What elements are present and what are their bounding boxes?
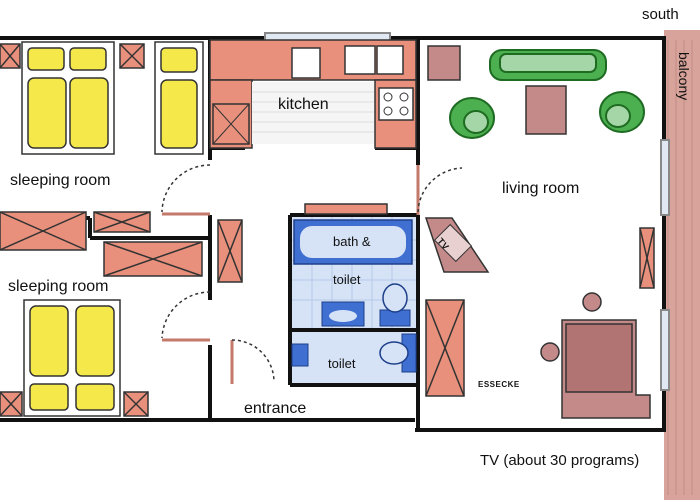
tv-note: TV (about 30 programs) [480,452,640,469]
room-label-sleeping-room: sleeping room [10,172,111,189]
room-label-kitchen: kitchen [278,96,329,113]
balcony-label: balcony [676,52,692,101]
room-label-bath-toilet: toilet [333,272,361,287]
dining-table [540,292,651,419]
room-label-sleeping-room: sleeping room [8,278,109,295]
double-bed [21,41,115,155]
sideboard [425,299,465,397]
orientation-label-south: south [642,6,679,23]
room-label-entrance: entrance [244,400,307,417]
wardrobe [103,241,203,277]
sofa-icon [489,49,607,81]
armchair-icon [449,91,645,139]
coffee-table [525,85,567,135]
room-label-bath: bath & [333,234,371,249]
essecke-label: ESSECKE [478,380,520,389]
radiator [639,227,655,289]
sink-icon [344,45,376,75]
nightstand [0,391,149,417]
wardrobe [0,211,151,251]
fridge-icon [291,47,321,79]
double-bed [23,299,121,417]
toilet-icon [379,333,417,373]
single-bed [154,41,204,155]
sink-icon [321,301,365,327]
cabinet [212,103,250,145]
toilet-icon [379,283,411,327]
bathtub-icon [293,219,413,265]
stove-icon [378,87,414,121]
room-label-living-room: living room [502,180,580,197]
tv-icon [424,217,490,273]
room-label-toilet: toilet [328,356,356,371]
cabinet [427,45,461,81]
radiator [217,203,388,283]
balcony-area [664,30,700,500]
nightstand [0,43,145,69]
